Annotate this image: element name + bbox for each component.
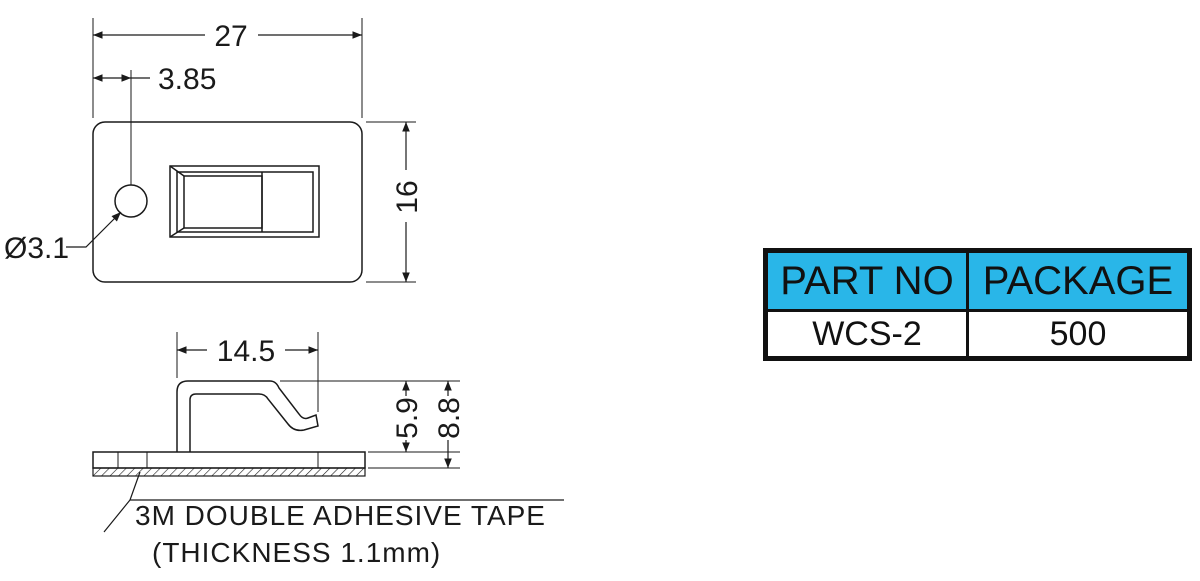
cell-package: 500 bbox=[966, 309, 1191, 360]
dim-width-label: 27 bbox=[214, 20, 247, 53]
dim-hole-offset-label: 3.85 bbox=[158, 63, 216, 96]
tape-note-line2: (THICKNESS 1.1mm) bbox=[152, 537, 441, 568]
side-base-plate bbox=[92, 451, 366, 469]
dim-height-label: 16 bbox=[391, 180, 424, 213]
dim-hole-diameter-label: Ø3.1 bbox=[4, 232, 69, 265]
dim-hook-height-label: 5.9 bbox=[391, 397, 424, 439]
adhesive-tape bbox=[92, 467, 366, 477]
cell-part-no: WCS-2 bbox=[764, 309, 969, 360]
top-view bbox=[66, 18, 416, 283]
tape-note-line1: 3M DOUBLE ADHESIVE TAPE bbox=[135, 500, 546, 531]
table-header-row: PART NO PACKAGE bbox=[764, 249, 1191, 312]
table-row: WCS-2 500 bbox=[764, 309, 1191, 360]
technical-drawing: 27 3.85 Ø3.1 16 14.5 5.9 8.8 3M D bbox=[4, 18, 564, 568]
header-part-no: PART NO bbox=[764, 249, 969, 312]
hook-profile bbox=[176, 380, 319, 452]
diameter-leader bbox=[66, 211, 122, 248]
clip-window bbox=[169, 165, 320, 238]
dim-hook-length-label: 14.5 bbox=[217, 335, 275, 368]
mounting-hole bbox=[114, 184, 148, 218]
side-view bbox=[92, 332, 564, 533]
base-plate-outline bbox=[92, 121, 363, 283]
header-package: PACKAGE bbox=[966, 249, 1191, 312]
dim-total-height-label: 8.8 bbox=[433, 397, 466, 439]
part-table: PART NO PACKAGE WCS-2 500 bbox=[763, 248, 1192, 361]
